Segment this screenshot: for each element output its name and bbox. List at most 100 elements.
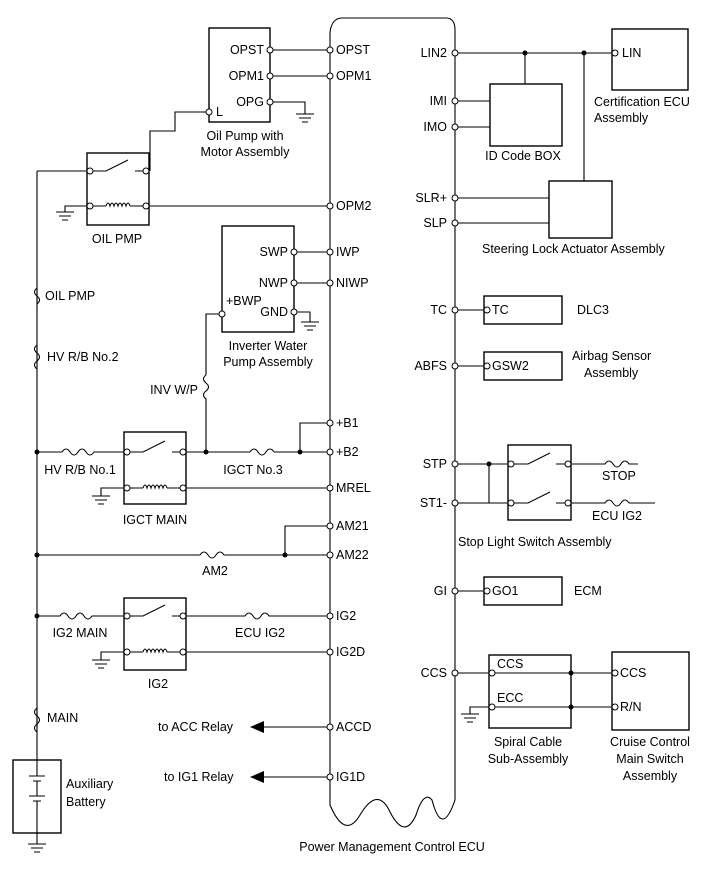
ecm-label: ECM xyxy=(574,584,602,598)
pin-b1 xyxy=(326,419,334,427)
oil-pump-pin-opm1: OPM1 xyxy=(229,69,264,83)
stop-light-label: Stop Light Switch Assembly xyxy=(458,535,612,549)
ecu-pin-ig1d: IG1D xyxy=(336,770,365,784)
cruise-label-2: Main Switch xyxy=(616,752,683,766)
ecu-pin-st1: ST1- xyxy=(420,496,447,510)
pin-opm2 xyxy=(326,202,334,210)
fuse-inv-wp: INV W/P xyxy=(150,374,210,452)
fuse-hv-rb1: HV R/B No.1 xyxy=(37,448,124,477)
ecu-pin-iwp: IWP xyxy=(336,245,360,259)
pin-iwp xyxy=(326,248,334,256)
battery-label-1: Auxiliary xyxy=(66,777,114,791)
cruise-label-3: Assembly xyxy=(623,769,678,783)
igct-main-relay: IGCT MAIN xyxy=(92,431,327,527)
ecu-name: Power Management Control ECU xyxy=(299,840,485,854)
ecu-pin-stp: STP xyxy=(423,457,447,471)
fuse-am2-label: AM2 xyxy=(202,564,228,578)
pin-lin2 xyxy=(451,49,459,57)
inv-label-1: Inverter Water xyxy=(229,339,308,353)
spiral-label-2: Sub-Assembly xyxy=(488,752,569,766)
ecu-pin-opst: OPST xyxy=(336,43,370,57)
pin-st1 xyxy=(451,499,459,507)
cruise-control-switch: CCS R/N Cruise Control Main Switch Assem… xyxy=(571,651,690,783)
airbag-label-1: Airbag Sensor xyxy=(572,349,651,363)
arrow-ig1: to IG1 Relay xyxy=(164,770,327,784)
fuse-oil-pmp-label: OIL PMP xyxy=(45,289,95,303)
pin-slr xyxy=(451,194,459,202)
fuse-hv-rb2: HV R/B No.2 xyxy=(33,344,119,370)
power-management-ecu: Power Management Control ECU xyxy=(299,17,485,854)
battery-label-2: Battery xyxy=(66,795,106,809)
inv-pin-bwp: +BWP xyxy=(226,294,262,308)
steering-lock-actuator: Steering Lock Actuator Assembly xyxy=(458,53,665,256)
ecu-pin-accd: ACCD xyxy=(336,720,371,734)
ecu-pin-am22: AM22 xyxy=(336,548,369,562)
oil-pump-label-1: Oil Pump with xyxy=(206,129,283,143)
inv-pin-nwp: NWP xyxy=(259,276,288,290)
pin-tc xyxy=(451,306,459,314)
fuse-ecu-ig2-right-label: ECU IG2 xyxy=(592,509,642,523)
ecu-pin-opm1: OPM1 xyxy=(336,69,371,83)
auxiliary-battery: Auxiliary Battery xyxy=(12,759,114,853)
fuse-main-label: MAIN xyxy=(47,711,78,725)
ecu-pin-ig2d: IG2D xyxy=(336,645,365,659)
fuse-hv-rb1-label: HV R/B No.1 xyxy=(44,463,116,477)
fuse-hv-rb2-label: HV R/B No.2 xyxy=(47,350,119,364)
pin-ig2 xyxy=(326,612,334,620)
steering-lock-label: Steering Lock Actuator Assembly xyxy=(482,242,665,256)
cruise-pin-rn: R/N xyxy=(620,700,642,714)
ecu-pin-opm2: OPM2 xyxy=(336,199,371,213)
stop-light-switch: STOP ECU IG2 Stop Light Switch Assembly xyxy=(458,444,655,549)
oil-pump-label-2: Motor Assembly xyxy=(201,145,291,159)
pin-imo xyxy=(451,123,459,131)
dlc3: TC DLC3 xyxy=(458,295,609,325)
ig2-line: IG2 MAIN ECU IG2 xyxy=(37,612,327,640)
pin-niwp xyxy=(326,279,334,287)
pin-gi xyxy=(451,587,459,595)
ecu-pin-imi: IMI xyxy=(430,94,447,108)
pin-am21 xyxy=(326,522,334,530)
ecu-pin-abfs: ABFS xyxy=(414,359,447,373)
dlc3-label: DLC3 xyxy=(577,303,609,317)
spiral-pin-ccs: CCS xyxy=(497,657,523,671)
fuse-oil-pmp: OIL PMP xyxy=(33,287,95,305)
ecu-pin-am21: AM21 xyxy=(336,519,369,533)
cert-label-1: Certification ECU xyxy=(594,95,690,109)
ecu-pin-lin2: LIN2 xyxy=(421,46,447,60)
ecu-right-pins: LIN2 IMI IMO SLR+ SLP TC ABFS STP ST1- G… xyxy=(414,46,459,680)
inv-pin-gnd: GND xyxy=(260,305,288,319)
ig2-relay-label: IG2 xyxy=(148,677,168,691)
pin-ig2d xyxy=(326,648,334,656)
ecu-pin-slp: SLP xyxy=(423,216,447,230)
ecu-pin-gi: GI xyxy=(434,584,447,598)
fuse-ig2-main-label: IG2 MAIN xyxy=(53,626,108,640)
fuse-main: MAIN xyxy=(33,707,78,733)
ecu-pin-imo: IMO xyxy=(423,120,447,134)
fuse-igct3-label: IGCT No.3 xyxy=(223,463,283,477)
oil-pump-pin-opg: OPG xyxy=(236,95,264,109)
ig2-relay: IG2 xyxy=(92,597,327,691)
oil-pump-pin-l: L xyxy=(216,105,223,119)
cert-label-2: Assembly xyxy=(594,111,649,125)
spiral-label-1: Spiral Cable xyxy=(494,735,562,749)
ecu-pin-slr: SLR+ xyxy=(415,191,447,205)
arrow-ig1-label: to IG1 Relay xyxy=(164,770,234,784)
inverter-water-pump: SWP NWP +BWP GND Inverter Water Pump Ass… xyxy=(205,225,327,375)
ecu-pin-niwp: NIWP xyxy=(336,276,369,290)
ecu-pin-tc: TC xyxy=(430,303,447,317)
pin-abfs xyxy=(451,362,459,370)
pin-imi xyxy=(451,97,459,105)
pin-mrel xyxy=(326,484,334,492)
igct-main-label: IGCT MAIN xyxy=(123,513,187,527)
ecu-pin-b2: +B2 xyxy=(336,445,359,459)
oil-pump-pin-opst: OPST xyxy=(230,43,264,57)
pin-stp xyxy=(451,460,459,468)
ecm-pin: GO1 xyxy=(492,584,518,598)
inv-label-2: Pump Assembly xyxy=(223,355,313,369)
ecu-pin-mrel: MREL xyxy=(336,481,371,495)
pin-b2 xyxy=(326,448,334,456)
oil-pmp-relay-label: OIL PMP xyxy=(92,232,142,246)
fuse-inv-wp-label: INV W/P xyxy=(150,383,198,397)
pin-ig1d xyxy=(326,773,334,781)
